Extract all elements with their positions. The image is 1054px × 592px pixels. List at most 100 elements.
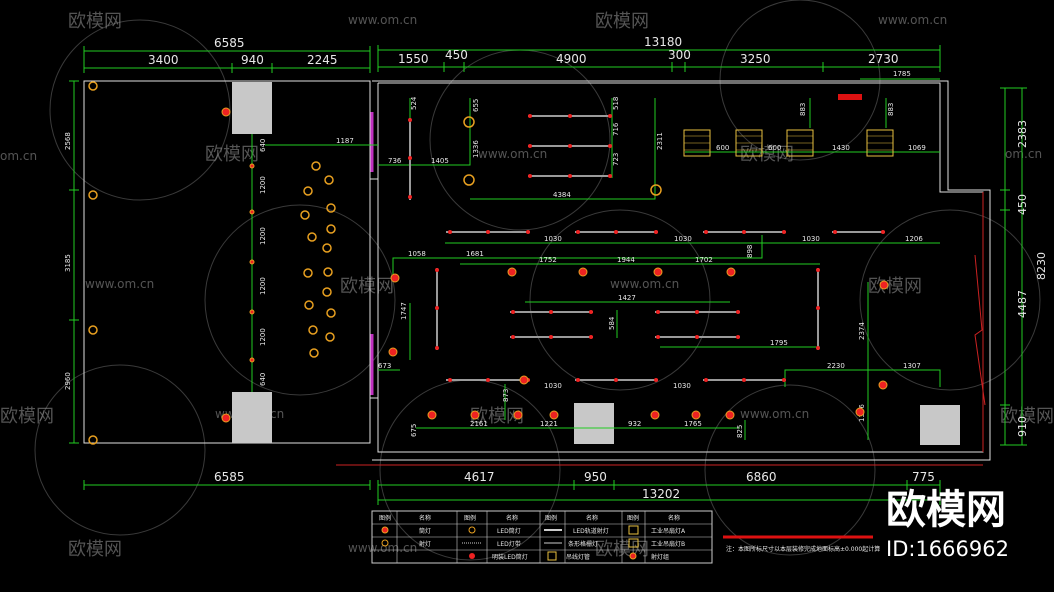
downlight-rings [300, 161, 336, 358]
dim-bottom-left: 6585 [214, 470, 245, 484]
dim-left-v2: 3185 [64, 254, 72, 272]
dim-inner: 1058 [408, 250, 426, 258]
watermark-layer: 欧模网 www.om.cn 欧模网 www.om.cn om.cn 欧模网 ww… [0, 0, 1054, 561]
dim-left-v3: 2960 [64, 372, 72, 390]
legend-header-name: 名称 [586, 514, 598, 522]
dim-right-4: 910 [1016, 416, 1029, 437]
dim-inner: 1430 [832, 144, 850, 152]
dim-inner: 723 [612, 153, 620, 166]
legend-item: LED筒灯 [497, 527, 521, 535]
dim-inner: 524 [410, 96, 418, 110]
downlight-legend-icon [381, 539, 389, 547]
dim-bottom-2: 950 [584, 470, 607, 484]
dim-inner: 873 [502, 389, 510, 402]
surface-led-legend-icon [469, 553, 475, 559]
dimension-labels: 6585 3400 940 2245 13180 1550 450 4900 3… [64, 35, 1048, 501]
dim-inner: 518 [612, 97, 620, 110]
dim-inner: 600 [716, 144, 729, 152]
dim-left-b: 940 [241, 53, 264, 67]
track-spot-marks [408, 114, 885, 382]
dim-inner: 1030 [544, 235, 562, 243]
dim-right-3: 4487 [1016, 290, 1029, 318]
dim-inner: 1765 [684, 420, 702, 428]
spotlight-legend-icon [381, 526, 389, 534]
legend-header-symbol: 图例 [464, 514, 476, 522]
watermark-url: www.om.cn [348, 541, 417, 555]
dim-top-5: 3250 [740, 52, 771, 66]
watermark-brand: 欧模网 [1000, 406, 1054, 427]
watermark-brand: 欧模网 [868, 276, 922, 297]
dim-inner: 1030 [802, 235, 820, 243]
legend-item: 工业吊扇灯B [651, 540, 685, 548]
dim-inner: 600 [768, 144, 781, 152]
watermark-brand: 欧模网 [595, 11, 649, 32]
legend-header-name: 名称 [668, 514, 680, 522]
wall-lines [83, 80, 991, 466]
legend-header-name: 名称 [506, 514, 518, 522]
dim-inner: 825 [736, 425, 744, 438]
dim-bottom-4: 775 [912, 470, 935, 484]
dim-left-v1: 2568 [64, 132, 72, 150]
dim-col-6: 640 [259, 373, 267, 386]
dim-col-5: 1200 [259, 328, 267, 346]
dim-inner: 1307 [903, 362, 921, 370]
dim-inner: 1069 [908, 144, 926, 152]
watermark-brand: 欧模网 [68, 539, 122, 560]
dim-inner: 4384 [553, 191, 571, 199]
watermark-url: www.om.cn [878, 13, 947, 27]
legend-item: 射灯 [419, 540, 431, 548]
dim-inner: 1336 [472, 140, 480, 158]
dim-inner: 1752 [539, 256, 557, 264]
dim-inner: 1206 [905, 235, 923, 243]
dim-inner: 898 [746, 245, 754, 258]
dim-inner: 1405 [431, 157, 449, 165]
break-line [974, 254, 986, 406]
legend-table: 图例 名称 图例 名称 图例 名称 图例 名称 筒灯 射灯 LED筒灯 LED灯… [371, 510, 713, 564]
watermark-brand: 欧模网 [68, 11, 122, 32]
watermark-brand: 欧模网 [740, 144, 794, 165]
legend-item: LED灯带 [497, 540, 521, 548]
fan-b-legend-icon [628, 538, 639, 548]
dim-inner: 2374 [858, 322, 866, 340]
dim-inner: 716 [612, 122, 620, 136]
watermark-url: www.om.cn [478, 147, 547, 161]
dim-inner: 2311 [656, 132, 664, 150]
dim-top-3: 4900 [556, 52, 587, 66]
dim-top-4: 300 [668, 48, 691, 62]
north-marker [838, 94, 862, 100]
dim-inner: 1702 [695, 256, 713, 264]
structural-columns [232, 82, 960, 445]
dim-inner: 1944 [617, 256, 635, 264]
legend-item: 筒灯 [419, 527, 431, 535]
watermark-url: om.cn [1005, 147, 1042, 161]
dim-inner: 1030 [673, 382, 691, 390]
dim-inner: 655 [472, 99, 480, 112]
ceiling-fan-boxes [683, 129, 894, 157]
dim-inner: 1427 [618, 294, 636, 302]
spot-group-legend-icon [629, 552, 637, 560]
dim-top-2: 450 [445, 48, 468, 62]
dim-right-1: 2383 [1016, 120, 1029, 148]
dim-inner: 1747 [400, 302, 408, 320]
dim-top-total: 13180 [644, 35, 682, 49]
legend-item: 工业吊扇灯A [651, 527, 686, 535]
dim-right-2: 450 [1016, 194, 1029, 215]
dim-inner: 1030 [674, 235, 692, 243]
legend-item: 吊线灯管 [566, 553, 590, 561]
legend-item: 明装LED筒灯 [492, 553, 528, 561]
dim-inner: 1030 [544, 382, 562, 390]
watermark-url: www.om.cn [85, 277, 154, 291]
dim-col-3: 1200 [259, 227, 267, 245]
dim-bottom-3: 6860 [746, 470, 777, 484]
watermark-brand: 欧模网 [470, 406, 524, 427]
dim-inner: 883 [887, 103, 895, 116]
legend-item: 条形格栅灯 [568, 540, 598, 548]
wall-lamp-circles [88, 81, 662, 445]
dim-top-sub: 1785 [893, 70, 911, 78]
dim-col-2: 1200 [259, 176, 267, 194]
dim-inner: 883 [799, 103, 807, 116]
dim-top-6: 2730 [868, 52, 899, 66]
dim-inner: 2161 [470, 420, 488, 428]
legend-header-symbol: 图例 [379, 514, 391, 522]
dim-inner: 932 [628, 420, 641, 428]
